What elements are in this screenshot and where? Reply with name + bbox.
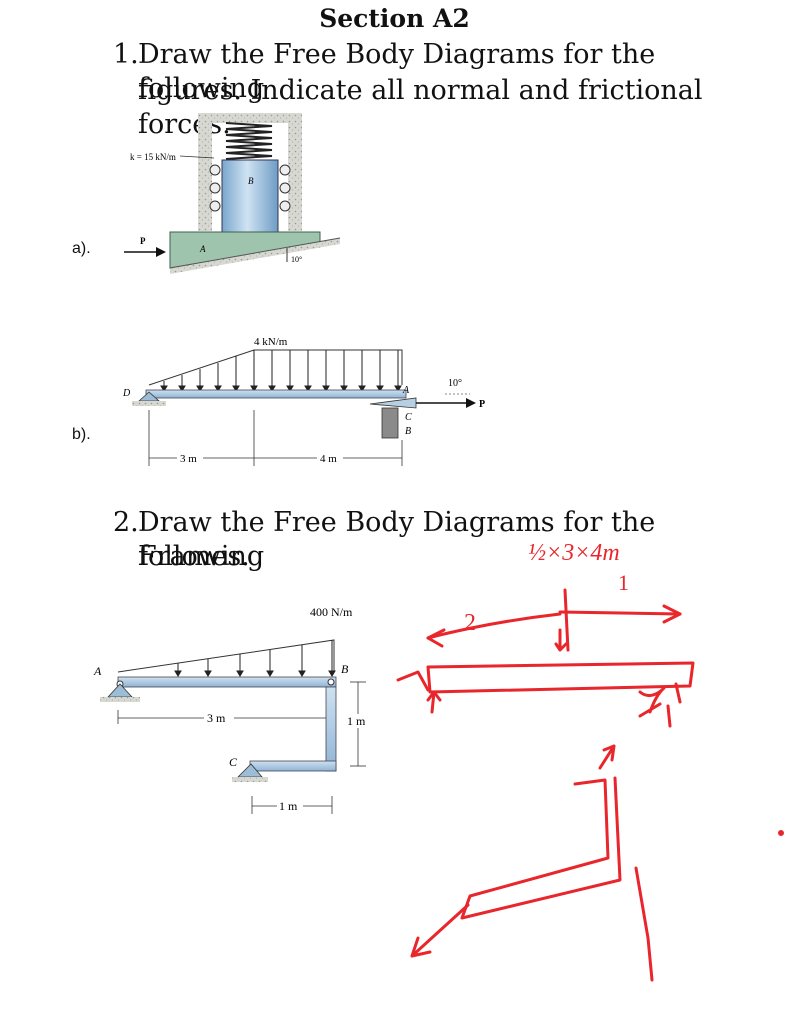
force-p-label-a: P (140, 236, 146, 246)
force-p-label-b: P (479, 399, 485, 410)
red-reaction-arrow (410, 903, 470, 958)
member-ab (117, 676, 337, 688)
frame-figure (100, 639, 366, 814)
wedge-c (369, 397, 417, 409)
red-dim-arrow-right (558, 610, 682, 616)
right-wall (288, 113, 302, 231)
left-wall (198, 113, 212, 231)
spring (225, 122, 273, 160)
point-b-label-b: B (405, 426, 411, 437)
part-a-label: a). (72, 240, 91, 257)
point-c-label-b: C (405, 412, 412, 423)
load-label-b: 4 kN/m (254, 336, 288, 348)
point-b-label-frame: B (341, 662, 349, 676)
question-1-number: 1. (113, 39, 139, 70)
question-2-number: 2. (113, 507, 139, 538)
dim-3m-b: 3 m (180, 453, 197, 465)
part-b-label: b). (72, 426, 91, 443)
incline (170, 238, 340, 274)
load-arrows-frame (174, 640, 336, 677)
block-a-label: A (199, 244, 206, 254)
red-dim-arrow-left (426, 612, 562, 640)
question-1-line-1: Draw the Free Body Diagrams for the foll… (138, 39, 656, 104)
question-2-line-1: Draw the Free Body Diagrams for the foll… (138, 507, 656, 572)
dim-3m-frame: 3 m (207, 711, 226, 725)
top-wall (198, 113, 302, 123)
handwritten-number-2: 2 (464, 610, 476, 636)
figure-a (124, 113, 341, 274)
point-a-label-frame: A (93, 664, 102, 678)
spring-constant-label: k = 15 kN/m (130, 152, 176, 162)
dim-1m-vertical: 1 m (347, 714, 366, 728)
question-2-line-2: Frames. (138, 541, 250, 572)
block-b (221, 159, 279, 233)
handwritten-formula: ½×3×4m (528, 540, 620, 566)
handwritten-number-1: 1 (618, 570, 629, 595)
rollers (209, 164, 291, 212)
section-title: Section A2 (319, 4, 470, 33)
dim-4m-b: 4 m (320, 453, 337, 465)
red-beam-outline (426, 661, 695, 694)
beam-b (145, 389, 407, 399)
handwritten-annotations (396, 588, 784, 982)
block-b-label: B (248, 176, 254, 186)
incline-angle-label: 10° (291, 255, 302, 264)
post-b (381, 407, 399, 439)
red-l-member (460, 776, 622, 920)
dim-1m-horizontal: 1 m (279, 799, 298, 813)
figure-b (132, 349, 476, 466)
member-vertical (325, 686, 337, 772)
angle-label-b: 10° (448, 378, 462, 389)
member-bottom (249, 760, 337, 772)
load-label-frame: 400 N/m (310, 605, 353, 619)
load-arrows-b (160, 350, 402, 392)
question-1-line-2: figures. Indicate all normal and frictio… (138, 75, 703, 140)
point-c-label-frame: C (229, 755, 238, 769)
point-a-label-b: A (402, 385, 410, 396)
point-d-label: D (122, 388, 131, 399)
